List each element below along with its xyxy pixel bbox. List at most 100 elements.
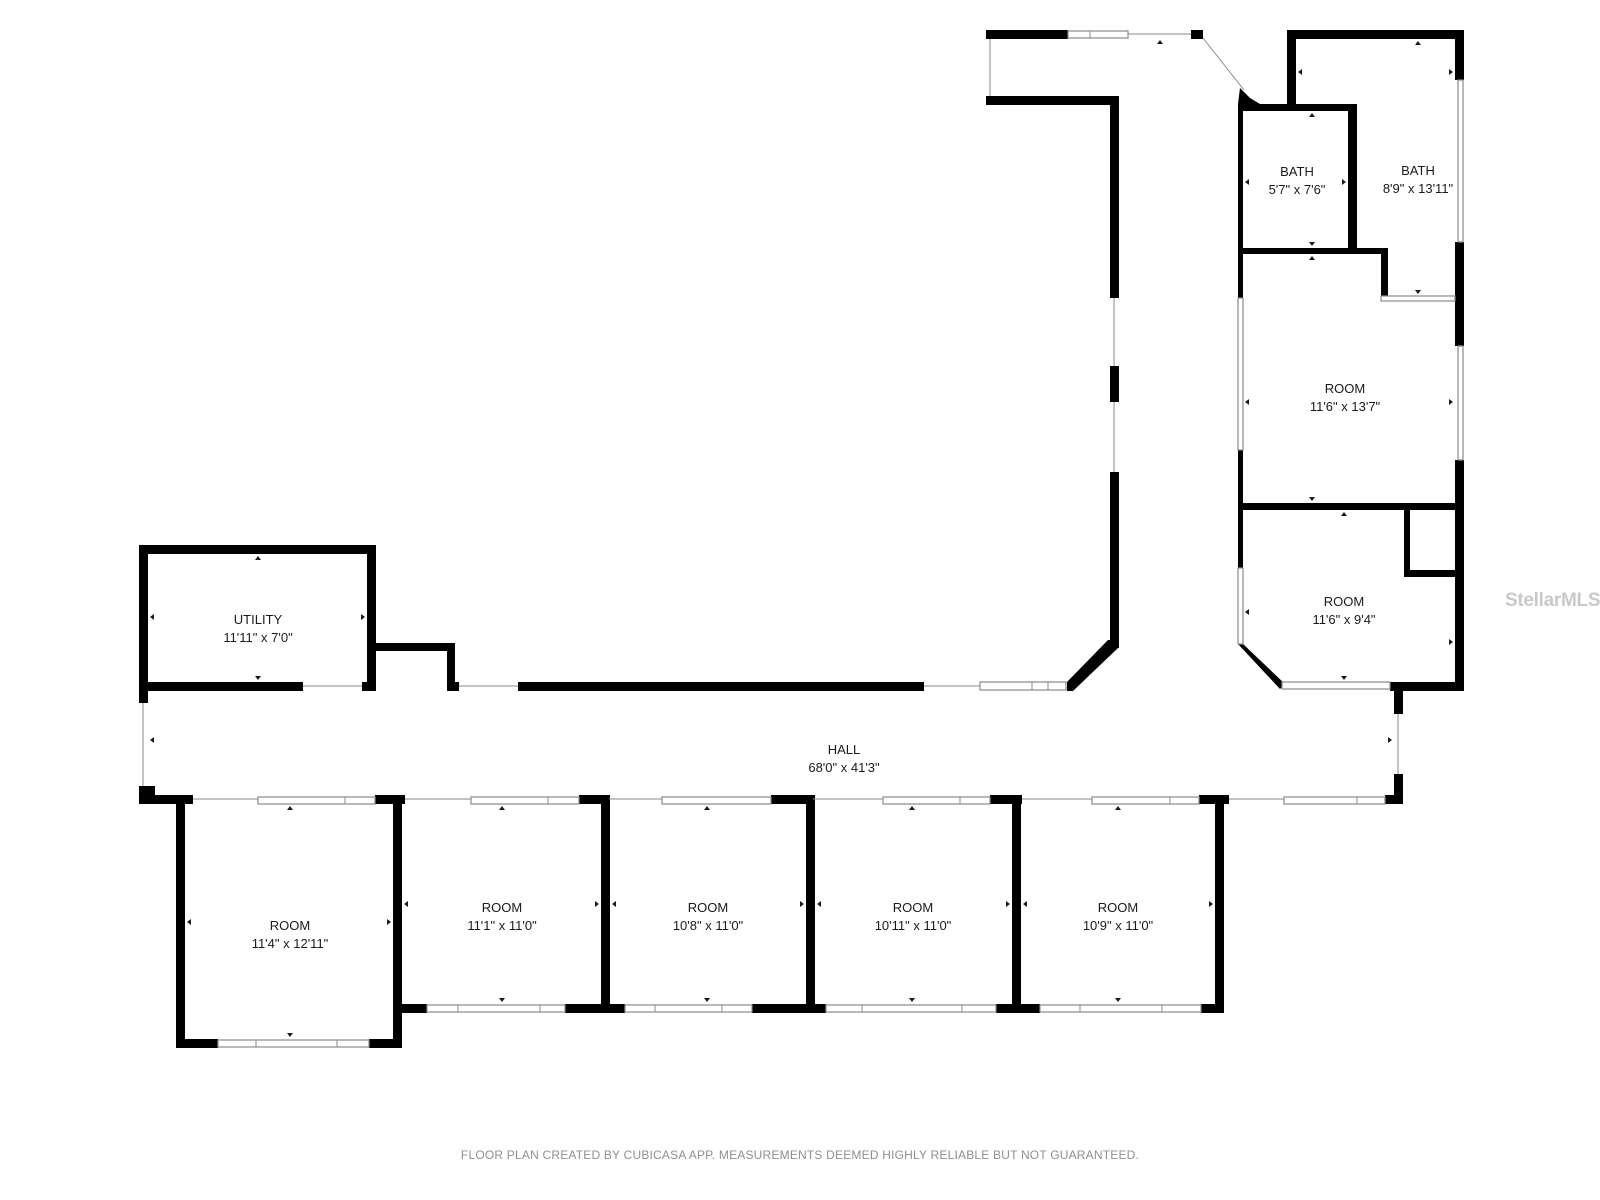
tick-mark — [909, 806, 915, 810]
tick-mark — [1245, 609, 1249, 615]
opening-line — [1202, 37, 1245, 91]
tick-mark — [1388, 737, 1392, 743]
wing-wall-right-upper-mid — [1455, 242, 1464, 346]
tick-mark — [150, 614, 154, 620]
room-label-room-lower-right-dims: 11'6" x 9'4" — [1312, 612, 1375, 627]
tick-mark — [595, 901, 599, 907]
tick-mark — [1157, 40, 1163, 44]
window — [979, 681, 1067, 691]
jog-wall-stub — [447, 682, 459, 691]
tick-mark — [1309, 113, 1315, 117]
hall-wall-right-top — [1394, 682, 1403, 714]
bath-small-wall-left — [1238, 104, 1243, 252]
tick-mark — [499, 806, 505, 810]
tick-mark — [1309, 256, 1315, 260]
window — [1457, 79, 1464, 243]
tick-mark — [1115, 806, 1121, 810]
room-labels: UTILITY 11'11" x 7'0" BATH 5'7" x 7'6" B… — [223, 163, 1453, 951]
entry-wall-top — [986, 30, 1068, 39]
corridor-wall-right-mid — [1110, 366, 1119, 402]
room-divider-right-wing — [1238, 503, 1464, 510]
hall-wall-top — [518, 682, 924, 691]
room-bottom-1-wall-bottom-left — [176, 1039, 218, 1048]
room-bottom-4-wall-right — [1012, 795, 1021, 1013]
room-label-utility-dims: 11'11" x 7'0" — [223, 630, 293, 645]
window — [882, 796, 991, 805]
window — [661, 796, 772, 805]
tick-mark — [800, 901, 804, 907]
room-label-room-bottom-4-dims: 10'11" x 11'0" — [875, 918, 952, 933]
room-label-bath-small-dims: 5'7" x 7'6" — [1269, 182, 1326, 197]
corridor-wall-inner-top — [986, 96, 1119, 105]
hall-wall-bottom-seg-6 — [1385, 795, 1403, 804]
room-label-room-bottom-2-name: ROOM — [482, 900, 522, 915]
tick-mark — [255, 556, 261, 560]
window — [1039, 1004, 1202, 1013]
tick-mark — [499, 998, 505, 1002]
room-bottom-3-wall-bottom-right — [752, 1004, 826, 1013]
window — [1380, 295, 1456, 302]
tick-mark — [1209, 901, 1213, 907]
hall-wall-diagonal — [1067, 640, 1118, 691]
corridor-wall-left-stub-bottom — [986, 96, 995, 105]
hall-wall-bottom-left — [139, 795, 193, 804]
utility-wall-bottom-left — [139, 682, 303, 691]
wing-wall-right-top — [1455, 30, 1464, 80]
tick-mark — [1245, 179, 1249, 185]
tick-mark — [1449, 639, 1453, 645]
utility-wall-right — [367, 545, 376, 691]
measurement-ticks — [150, 40, 1453, 1037]
room-label-room-bottom-4-name: ROOM — [893, 900, 933, 915]
room-bottom-1-wall-bottom-right — [369, 1039, 402, 1048]
utility-wall-bottom-right — [362, 682, 376, 691]
room-bottom-4-wall-bottom-right — [996, 1004, 1040, 1013]
room-label-room-upper-right-name: ROOM — [1325, 381, 1365, 396]
tick-mark — [1342, 179, 1346, 185]
window — [1067, 30, 1129, 39]
tick-mark — [1309, 242, 1315, 246]
bath-large-wall-bottom-step — [1348, 248, 1388, 254]
tick-mark — [704, 806, 710, 810]
hall-wall-right-bottom — [1394, 774, 1403, 804]
room-lower-right-wall-bottom-right — [1390, 682, 1464, 691]
jog-wall-right — [447, 643, 455, 691]
hall-wall-bottom-seg-4 — [990, 795, 1022, 804]
window — [624, 1004, 753, 1013]
tick-mark — [150, 737, 154, 743]
tick-mark — [1449, 69, 1453, 75]
utility-wall-left — [139, 545, 148, 703]
window — [1237, 567, 1244, 645]
tick-mark — [817, 901, 821, 907]
window — [470, 796, 580, 805]
windows — [217, 30, 1464, 1048]
room-bottom-2-wall-bottom-left — [393, 1004, 427, 1013]
window — [1091, 796, 1200, 805]
tick-mark — [387, 919, 391, 925]
room-label-room-upper-right-dims: 11'6" x 13'7" — [1310, 399, 1381, 414]
tick-mark — [1449, 399, 1453, 405]
bath-small-wall-right — [1348, 104, 1357, 254]
footer-disclaimer: FLOOR PLAN CREATED BY CUBICASA APP. MEAS… — [460, 1148, 1140, 1162]
tick-mark — [909, 998, 915, 1002]
room-label-room-bottom-1-dims: 11'4" x 12'11" — [252, 936, 329, 951]
room-label-bath-large-name: BATH — [1401, 163, 1435, 178]
window — [1283, 796, 1386, 805]
closet-wall-horizontal — [1404, 570, 1464, 577]
room-bottom-5-wall-bottom-right — [1201, 1004, 1224, 1013]
room-upper-right-wall-left-bottom — [1238, 450, 1243, 522]
wing-wall-top — [1287, 30, 1464, 39]
window — [257, 796, 376, 805]
tick-mark — [1245, 399, 1249, 405]
hall-wall-bottom-seg-5 — [1199, 795, 1229, 804]
room-bottom-3-wall-right — [806, 795, 815, 1013]
room-bottom-2-wall-right — [601, 795, 610, 1013]
hall-wall-bottom-seg-2 — [579, 795, 609, 804]
entry-wall-top-right — [1191, 30, 1203, 39]
tick-mark — [1006, 901, 1010, 907]
room-lower-right-bay-wall — [1238, 644, 1285, 689]
tick-mark — [1341, 512, 1347, 516]
window — [217, 1039, 370, 1048]
watermark: StellarMLS — [1505, 590, 1600, 611]
corridor-wall-right-lower — [1110, 472, 1119, 648]
